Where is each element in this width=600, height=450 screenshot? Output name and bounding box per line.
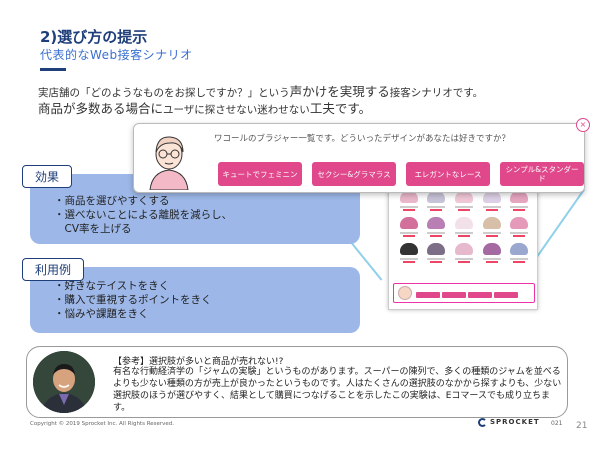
product-item[interactable] — [480, 191, 504, 213]
intro-line1-post: 接客シナリオです。 — [389, 87, 484, 99]
product-item[interactable] — [480, 243, 504, 265]
product-item[interactable] — [397, 191, 421, 213]
mini-chat-banner — [393, 283, 535, 303]
intro-line1-em: 声かけを実現する — [289, 84, 390, 99]
sprocket-logo-icon — [478, 418, 487, 427]
reference-title: 【参考】選択肢が多いと商品が売れない!? — [113, 357, 284, 367]
product-item[interactable] — [452, 191, 476, 213]
usage-list: ・好きなテイストをきく ・購入で重視するポイントをきく ・悩みや課題をきく — [54, 279, 212, 321]
title-underline — [40, 68, 66, 71]
slide-code: 021 — [551, 420, 563, 427]
reference-body: 有名な行動経済学の「ジャムの実験」というものがあります。スーパーの陳列で、多くの… — [113, 367, 562, 413]
product-item[interactable] — [452, 243, 476, 265]
intro-text: 実店舗の「どのようなものをお探しですか？」という声かけを実現する接客シナリオです… — [38, 84, 483, 118]
effect-item: CV率を上げる — [54, 223, 132, 235]
product-item[interactable] — [452, 217, 476, 239]
page-subtitle: 代表的なWeb接客シナリオ — [40, 48, 193, 62]
page-title: 2)選び方の提示 — [40, 28, 148, 46]
product-item[interactable] — [507, 243, 531, 265]
effect-item: ・商品を選びやすくする — [54, 195, 170, 207]
product-item[interactable] — [397, 217, 421, 239]
page-number: 21 — [576, 421, 588, 431]
usage-item: ・悩みや課題をきく — [54, 308, 149, 320]
option-button-simple[interactable]: シンプル&スタンダード — [500, 162, 584, 186]
intro-line2-pre: 商品が多数ある場合に — [38, 101, 164, 116]
product-item[interactable] — [507, 217, 531, 239]
product-item[interactable] — [480, 217, 504, 239]
dialog-question: ワコールのブラジャー一覧です。どういったデザインがあなたは好きですか？ — [214, 134, 511, 144]
usage-panel: ・好きなテイストをきく ・購入で重視するポイントをきく ・悩みや課題をきく — [30, 267, 360, 333]
option-button-cute[interactable]: キュートでフェミニン — [218, 162, 302, 186]
option-buttons: キュートでフェミニン セクシー&グラマラス エレガントなレース シンプル&スタン… — [218, 162, 584, 186]
intro-line2-small: ユーザに探させない迷わせない — [163, 104, 310, 116]
product-item[interactable] — [425, 217, 449, 239]
effect-tag: 効果 — [22, 165, 73, 188]
product-item[interactable] — [425, 191, 449, 213]
reference-box — [26, 346, 568, 418]
mini-avatar-icon — [398, 286, 412, 300]
intro-line2-post: 工夫です。 — [309, 101, 372, 116]
mini-option-buttons — [416, 292, 518, 298]
option-button-elegant[interactable]: エレガントなレース — [406, 162, 490, 186]
operator-avatar-icon — [149, 136, 189, 190]
usage-item: ・購入で重視するポイントをきく — [54, 294, 212, 306]
effect-item: ・選べないことによる離脱を減らし、 — [54, 209, 233, 221]
product-item[interactable] — [507, 191, 531, 213]
effect-list: ・商品を選びやすくする ・選べないことによる離脱を減らし、 CV率を上げる — [54, 194, 232, 236]
close-icon[interactable]: × — [576, 118, 590, 132]
copyright-text: Copyright © 2019 Sprocket Inc. All Right… — [30, 421, 175, 427]
chat-dialog: ワコールのブラジャー一覧です。どういったデザインがあなたは好きですか？ × キュ… — [133, 118, 590, 193]
option-button-sexy[interactable]: セクシー&グラマラス — [312, 162, 396, 186]
presenter-photo — [33, 351, 95, 413]
usage-item: ・好きなテイストをきく — [54, 280, 170, 292]
product-item[interactable] — [397, 243, 421, 265]
usage-tag: 利用例 — [22, 258, 85, 281]
intro-line1-pre: 実店舗の「どのようなものをお探しですか？」という — [38, 87, 290, 99]
product-grid — [397, 191, 531, 265]
brand-name: SPROCKET — [490, 418, 540, 426]
product-item[interactable] — [425, 243, 449, 265]
